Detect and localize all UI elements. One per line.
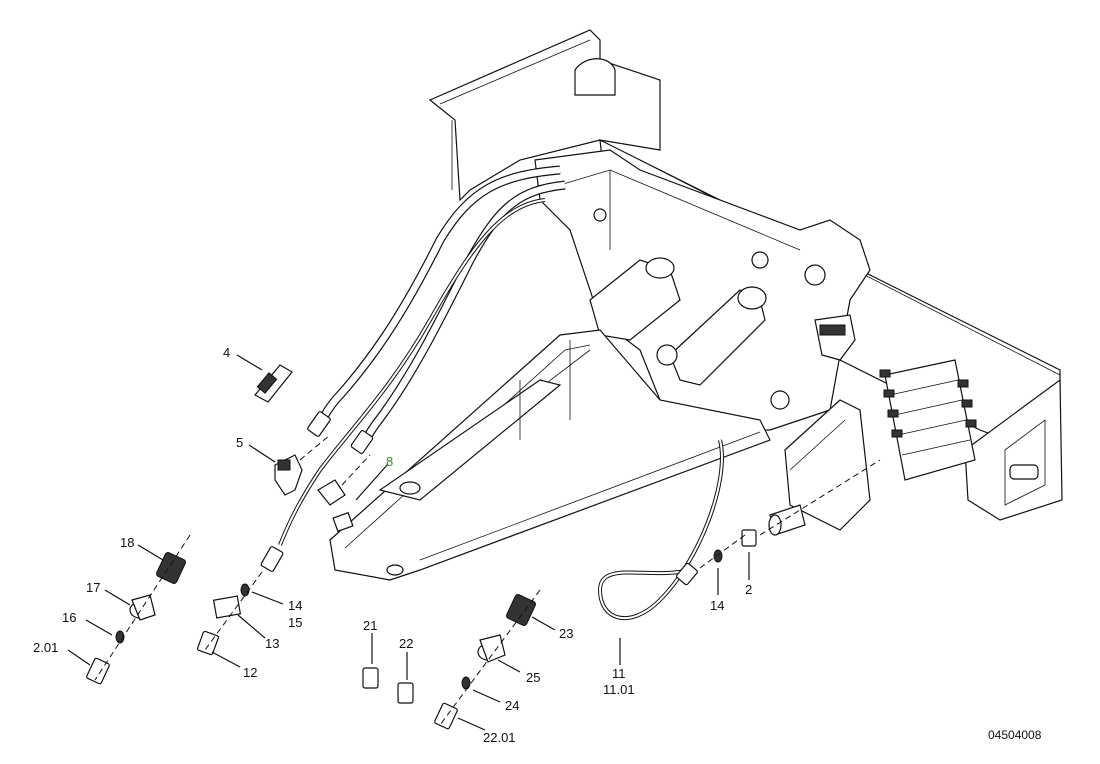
callout-24: 24 <box>505 698 519 713</box>
callout-18: 18 <box>120 535 134 550</box>
callout-14-left: 14 <box>288 598 302 613</box>
callout-21: 21 <box>363 618 377 633</box>
callout-17: 17 <box>86 580 100 595</box>
hydraulic-hoses <box>278 165 724 620</box>
callout-14-right: 14 <box>710 598 724 613</box>
callout-22-01-right: 22.01 <box>483 730 516 745</box>
callout-22-01-left: 2.01 <box>33 640 58 655</box>
callout-4: 4 <box>223 345 230 360</box>
machine-frame <box>329 29 1063 581</box>
callout-8: 8 <box>386 454 393 469</box>
assembly-lines <box>94 434 881 726</box>
callout-12: 12 <box>243 665 257 680</box>
callout-2: 2 <box>745 582 752 597</box>
callout-11-01: 11.01 <box>603 682 635 697</box>
callout-25: 25 <box>526 670 540 685</box>
callout-5: 5 <box>236 435 243 450</box>
callout-labels: 4 5 8 18 17 16 2.01 14 15 13 12 21 22 23… <box>33 345 1042 745</box>
valve-block <box>879 359 977 481</box>
callout-15: 15 <box>288 615 302 630</box>
callout-13: 13 <box>265 636 279 651</box>
callout-22: 22 <box>399 636 413 651</box>
drawing-number: 04504008 <box>988 728 1042 742</box>
callout-11: 11 <box>612 666 626 681</box>
callout-23: 23 <box>559 626 573 641</box>
callout-16: 16 <box>62 610 76 625</box>
leader-lines <box>67 354 750 731</box>
